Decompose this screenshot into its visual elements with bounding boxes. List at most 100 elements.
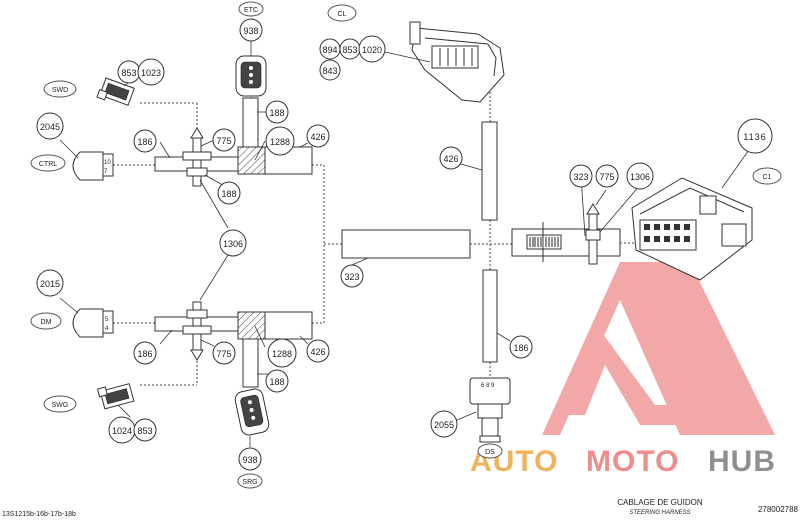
svg-text:426: 426 (443, 154, 458, 164)
svg-text:426: 426 (310, 132, 325, 142)
svg-text:843: 843 (322, 66, 337, 76)
svg-text:C1: C1 (763, 174, 772, 181)
callout-853-swd: 853 (117, 60, 141, 84)
watermark-text-moto: MOTO (586, 445, 679, 478)
callout-426-bot: 426 (306, 339, 330, 363)
callout-843: 843 (319, 59, 341, 81)
svg-text:2015: 2015 (40, 279, 60, 289)
tag-ds: DS (477, 443, 503, 459)
callout-2055: 2055 (430, 410, 458, 438)
pin-label-ctrl-10: 10 (104, 160, 111, 166)
harness-lower-branch (482, 269, 498, 363)
callout-1288-bot: 1288 (267, 338, 297, 368)
svg-text:1136: 1136 (743, 132, 766, 142)
tag-cl: CL (327, 4, 357, 22)
callout-938-bot: 938 (238, 447, 262, 471)
callout-775-bot: 775 (212, 341, 236, 365)
callout-186-bot: 186 (133, 341, 157, 365)
svg-text:853: 853 (121, 68, 136, 78)
svg-text:775: 775 (216, 349, 231, 359)
callout-1136: 1136 (737, 118, 773, 154)
svg-text:323: 323 (573, 172, 588, 182)
callout-1306-right: 1306 (626, 162, 654, 190)
svg-text:1023: 1023 (141, 68, 161, 78)
callout-894: 894 (319, 38, 341, 60)
pin-label-dm-5: 5 (105, 317, 109, 323)
svg-text:1288: 1288 (270, 137, 290, 147)
harness-center (323, 76, 648, 378)
svg-text:188: 188 (269, 377, 284, 387)
title-french: CABLAGE DE GUIDON (617, 498, 703, 507)
watermark-logo (542, 262, 775, 435)
callout-188-mid: 188 (217, 181, 241, 205)
svg-text:2045: 2045 (40, 122, 60, 132)
svg-text:938: 938 (242, 455, 257, 465)
callout-1288-top: 1288 (265, 126, 295, 156)
pin-label-ctrl-7: 7 (104, 169, 108, 175)
hatched-sleeve-top (237, 146, 266, 175)
svg-text:SWG: SWG (52, 402, 69, 409)
svg-text:186: 186 (513, 343, 528, 353)
callout-775-right: 775 (595, 164, 619, 188)
svg-text:CTRL: CTRL (39, 161, 57, 168)
callout-186-top: 186 (133, 129, 157, 153)
svg-text:853: 853 (342, 45, 357, 55)
svg-text:DM: DM (41, 319, 52, 326)
watermark-text-hub: HUB (708, 445, 776, 478)
callout-1306-mid: 1306 (219, 229, 247, 257)
barcode-bars (529, 237, 559, 247)
part-number: 278002788 (758, 505, 799, 514)
tag-srg: SRG (237, 473, 263, 489)
pin-label-ds: 6 8 9 (481, 383, 495, 389)
callout-188-top: 188 (265, 100, 289, 124)
svg-text:2055: 2055 (434, 420, 454, 430)
callout-938-top: 938 (239, 18, 263, 42)
connector-c1 (631, 177, 753, 281)
tag-etc: ETC (238, 1, 264, 17)
harness-lower-left (113, 301, 324, 388)
svg-text:894: 894 (322, 45, 337, 55)
svg-text:1020: 1020 (362, 45, 382, 55)
harness-main-sleeve (341, 229, 471, 259)
connector-cl (409, 21, 505, 103)
connector-swg (96, 383, 135, 410)
svg-text:188: 188 (221, 189, 236, 199)
svg-text:1288: 1288 (272, 349, 292, 359)
svg-text:SWD: SWD (52, 87, 68, 94)
svg-text:186: 186 (137, 137, 152, 147)
cable-tie-bottom (182, 301, 212, 361)
svg-text:188: 188 (269, 108, 284, 118)
callout-2045: 2045 (36, 112, 64, 140)
svg-text:775: 775 (216, 136, 231, 146)
callout-1020: 1020 (358, 35, 386, 63)
callout-186-right: 186 (509, 335, 533, 359)
svg-text:1306: 1306 (630, 172, 650, 182)
connector-ctrl: 10 7 (72, 151, 114, 181)
cable-tie-top (182, 127, 212, 187)
svg-text:426: 426 (310, 347, 325, 357)
callout-426-top: 426 (306, 124, 330, 148)
title-english: STEERING HARNESS (629, 510, 690, 516)
connector-swd (96, 77, 135, 106)
svg-text:186: 186 (137, 349, 152, 359)
callout-1024: 1024 (108, 416, 136, 444)
svg-text:323: 323 (344, 272, 359, 282)
svg-text:1024: 1024 (112, 426, 132, 436)
callout-853-top: 853 (339, 38, 361, 60)
svg-text:938: 938 (243, 26, 258, 36)
callout-323-right: 323 (569, 164, 593, 188)
cable-tie-right (585, 203, 601, 265)
barcode-label (526, 234, 562, 250)
watermark-triangle-inner (565, 330, 735, 425)
svg-text:853: 853 (137, 426, 152, 436)
callout-775-top: 775 (212, 128, 236, 152)
connector-etc (235, 55, 267, 97)
callout-426-mid: 426 (439, 146, 463, 170)
tag-c1: C1 (752, 167, 782, 185)
tag-swd: SWD (43, 80, 77, 98)
callout-853-swg: 853 (133, 418, 157, 442)
callout-1023: 1023 (137, 58, 165, 86)
svg-text:1306: 1306 (223, 239, 243, 249)
tag-dm: DM (30, 312, 62, 330)
